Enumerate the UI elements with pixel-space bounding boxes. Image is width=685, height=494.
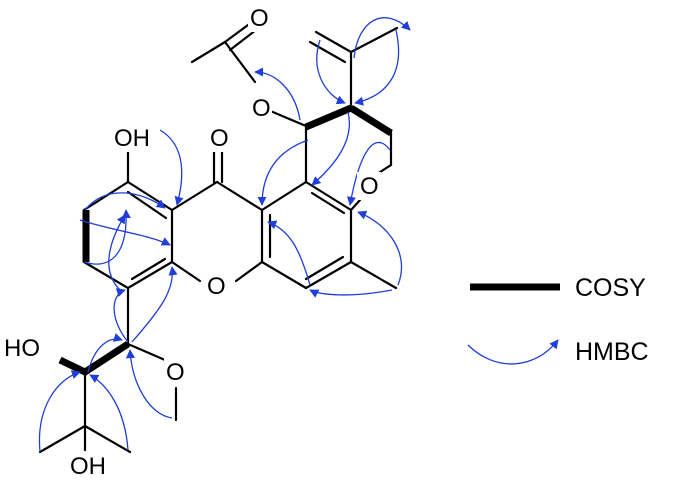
legend-cosy-label: COSY — [575, 274, 646, 302]
hmbc-arrow-ar-h3 — [83, 209, 131, 265]
ar-methyl — [349, 260, 398, 290]
hmbc-arrow-ch-to-arright — [311, 111, 350, 186]
hmbc-arrow-ar-h4 — [108, 214, 126, 291]
cosy-bond-4 — [58, 341, 130, 377]
central-o-left — [170, 260, 202, 283]
ar-right-1 — [304, 180, 353, 212]
hmbc-arrow-ar-to-c — [267, 220, 311, 286]
hmbc-arrow-ch-to-ester — [254, 67, 301, 121]
molecule-skeleton — [38, 20, 399, 454]
ketone-o-label: O — [210, 125, 229, 152]
acetyl-carbonyl-o-label: O — [250, 5, 269, 32]
isopropenyl-double-2 — [308, 40, 347, 64]
hmbc-arrow-methyl-to-ch — [354, 29, 400, 106]
hmbc-arrow-ar-h1 — [84, 192, 166, 211]
side-ho-label: HO — [4, 335, 40, 362]
ar-left-2 — [82, 180, 130, 212]
central-o-right — [234, 260, 264, 283]
ring-o-ar — [349, 198, 362, 212]
phenol-oh-label: OH — [114, 125, 150, 152]
hmbc-arrow-phenol-to-ar — [159, 129, 184, 206]
hmbc-arrow-ch2-to-ar — [346, 141, 391, 206]
ester-o-bond — [266, 108, 308, 128]
atom-labels: O O OH O O O HO O OH — [4, 5, 381, 480]
side-c-o — [126, 342, 167, 362]
cosy-bond-2 — [349, 105, 393, 136]
xanthone-o-label: O — [207, 273, 226, 300]
hmbc-arrow-side-to-arc — [131, 266, 178, 343]
methoxy-o-label: O — [166, 359, 185, 386]
legend-hmbc-swatch — [467, 339, 559, 365]
ar-left-1b — [126, 190, 168, 220]
hmbc-arrow-me-to-ch — [38, 370, 81, 453]
hmbc-arrow-ch-to-side — [87, 333, 123, 373]
ar-right-6 — [260, 180, 308, 212]
acetyl-ester-bond — [223, 40, 257, 84]
ester-o-label: O — [252, 95, 271, 122]
side-c-me2 — [83, 424, 132, 454]
isopropenyl-methyl — [349, 26, 399, 54]
hmbc-arrow-me-to-ar2 — [309, 289, 393, 298]
ar-right-3 — [304, 260, 353, 290]
hmbc-arrow-side-to-ar — [113, 288, 129, 343]
legend: COSY HMBC — [467, 274, 649, 366]
ar-right-1b — [310, 191, 346, 215]
pyran-o-label: O — [360, 173, 379, 200]
hmbc-arrows — [38, 17, 411, 453]
hmbc-arrow-ar-h2 — [79, 219, 171, 246]
acetyl-carbonyl-bond-2 — [228, 28, 258, 52]
tertiary-oh-label: OH — [70, 453, 106, 480]
cosy-bond-1 — [304, 104, 353, 131]
acetyl-carbonyl-bond-1 — [223, 20, 254, 44]
ar-right-4 — [260, 260, 308, 290]
cosy-bonds — [58, 104, 393, 377]
hmbc-arrow-isopropenyl-to-ch — [316, 39, 346, 105]
isopropenyl-double-1 — [314, 30, 353, 54]
ar-left-5 — [126, 260, 174, 290]
hmbc-arrow-isopropenyl-loop — [353, 17, 411, 59]
ar-left-4 — [82, 260, 130, 290]
hmbc-arrow-me-to-ar1 — [357, 210, 403, 286]
acetyl-methyl-bond — [190, 40, 227, 64]
hmbc-arrow-ome-to-c — [125, 349, 173, 419]
side-c-me1 — [38, 424, 87, 454]
central-c-co — [215, 180, 264, 212]
hmbc-arrow-ch-to-ar — [257, 139, 309, 206]
legend-hmbc-label: HMBC — [575, 338, 649, 366]
ar-right-3b — [304, 255, 345, 281]
hmbc-arrow-me2-to-ch — [89, 374, 129, 451]
ar-left-5b — [130, 257, 167, 281]
